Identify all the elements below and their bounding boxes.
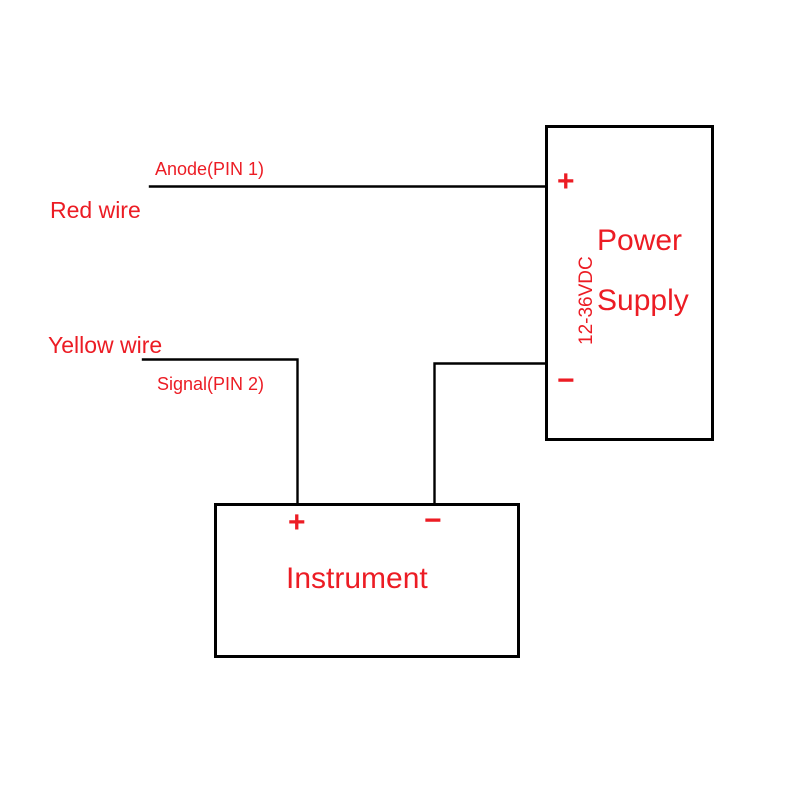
- ground-wire-line: [433, 362, 548, 506]
- power-supply-title-line1: Power: [597, 224, 683, 257]
- instrument-box: [214, 503, 520, 658]
- power-supply-positive-terminal: +: [557, 165, 575, 198]
- yellow-wire-line: [141, 358, 299, 506]
- yellow-wire-label: Yellow wire: [48, 332, 163, 358]
- power-supply-box: [545, 125, 714, 441]
- power-supply-voltage-label: 12-36VDC: [576, 256, 597, 345]
- instrument-negative-terminal: −: [424, 504, 442, 537]
- power-supply-negative-terminal: −: [557, 364, 575, 397]
- instrument-positive-terminal: +: [288, 506, 306, 539]
- signal-pin-label: Signal(PIN 2): [157, 374, 265, 394]
- power-supply-title-line2: Supply: [597, 284, 689, 317]
- instrument-title: Instrument: [286, 562, 428, 595]
- anode-pin-label: Anode(PIN 1): [155, 159, 265, 179]
- red-wire-label: Red wire: [50, 197, 141, 223]
